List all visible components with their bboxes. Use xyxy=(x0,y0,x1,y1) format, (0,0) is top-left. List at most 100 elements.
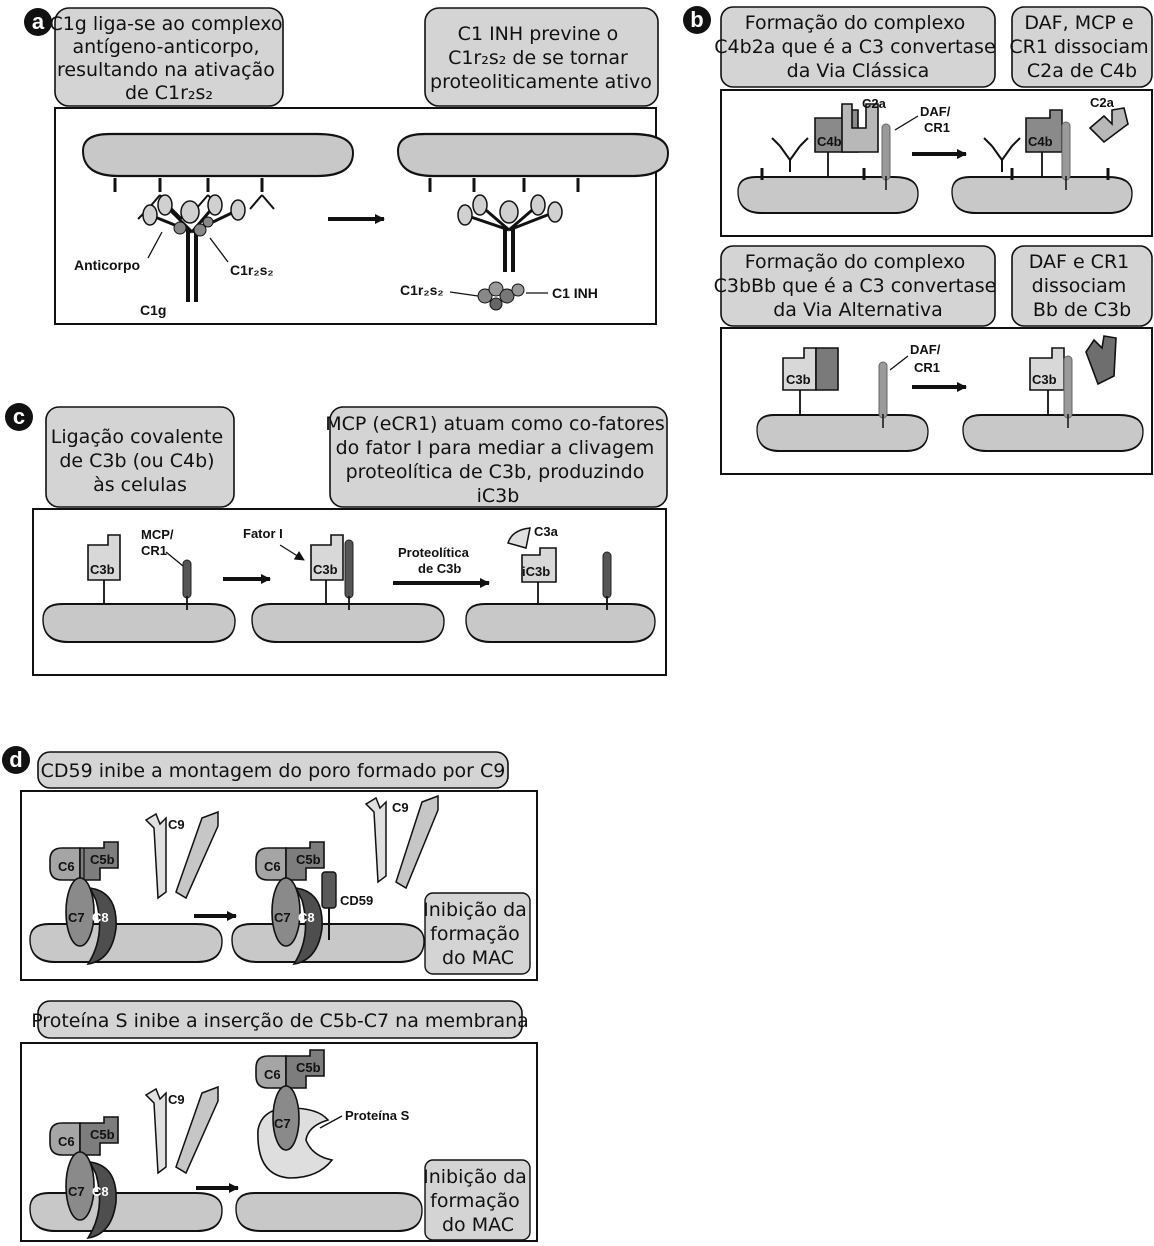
label-c6-d4: C6 xyxy=(264,1067,281,1082)
c3b-block xyxy=(310,534,344,581)
panel-b-badge-label: b xyxy=(690,7,703,32)
cell-membrane xyxy=(396,132,670,178)
daf-cr1-protein xyxy=(1061,121,1071,181)
c7-block xyxy=(65,1151,95,1221)
cell-membrane xyxy=(28,922,224,964)
c3b-block xyxy=(1029,347,1065,391)
c7-block xyxy=(271,877,301,947)
label-c9-d3: C9 xyxy=(168,1092,185,1107)
c1-complex xyxy=(142,194,246,302)
c5b-block xyxy=(79,841,119,881)
panel-b-top-caption-left-box xyxy=(720,6,996,88)
label-c3a: C3a xyxy=(534,524,559,539)
label-c3b-b-right: C3b xyxy=(1032,372,1057,387)
c9-monomers xyxy=(144,1085,219,1175)
panel-c-caption-right-box xyxy=(329,406,668,508)
label-c3b-b-left: C3b xyxy=(786,372,811,387)
label-c2a-right: C2a xyxy=(1090,95,1115,110)
c8-block xyxy=(86,1160,117,1240)
label-c9-d2: C9 xyxy=(392,800,409,815)
label-daf-bottom: DAF/ xyxy=(910,342,941,357)
c1rs-c1inh-complex xyxy=(477,281,525,311)
label-c7-d1: C7 xyxy=(68,910,85,925)
ic3b-block xyxy=(521,547,557,583)
c9-monomers xyxy=(364,794,439,890)
label-c4b-right: C4b xyxy=(1028,134,1053,149)
label-c7-d4: C7 xyxy=(274,1116,291,1131)
label-c5b-d3: C5b xyxy=(90,1127,115,1142)
c8-block xyxy=(86,886,117,966)
panel-d: d CD59 inibe a montagem do poro formado … xyxy=(2,746,538,1242)
label-proteolitica: Proteolítica xyxy=(398,545,470,560)
cell-membrane xyxy=(250,602,446,644)
label-cr1-bottom: CR1 xyxy=(914,360,940,375)
panel-b-bottom-caption-left: Formação do complexo C3bBb que é a C3 co… xyxy=(714,251,1003,321)
panel-d-badge-label: d xyxy=(9,747,22,772)
c7-block xyxy=(272,1085,300,1151)
panel-a-caption-left: C1g liga-se ao complexo antígeno-anticor… xyxy=(49,13,288,104)
mcp-cr1-protein xyxy=(602,551,612,599)
panel-a-caption-left-box xyxy=(54,7,284,107)
label-c3b-c1: C3b xyxy=(90,562,115,577)
daf-cr1-protein xyxy=(881,123,891,181)
antibody xyxy=(983,137,1021,172)
panel-c-caption-left: Ligação covalente de C3b (ou C4b) às cel… xyxy=(51,426,229,496)
c9-monomers xyxy=(144,810,219,900)
panel-a-caption-right: C1 INH previne o C1r₂s₂ de se tornar pro… xyxy=(430,23,652,93)
label-c8-d3: C8 xyxy=(92,1184,109,1199)
panel-b-bottom-caption-right-box xyxy=(1011,245,1153,327)
c7-block xyxy=(65,877,95,947)
c8-block xyxy=(292,886,323,966)
label-cr1-top: CR1 xyxy=(924,120,950,135)
cd59-protein xyxy=(321,871,337,909)
label-c7-d2: C7 xyxy=(274,910,291,925)
bb-block xyxy=(815,347,839,391)
label-c8-d1: C8 xyxy=(92,910,109,925)
c4b-block xyxy=(1025,109,1063,153)
panel-b: b Formação do complexo C4b2a que é a C3 … xyxy=(683,6,1153,475)
panel-d-top-inhibition: Inibição da formação do MAC xyxy=(423,899,533,969)
label-cr1-c: CR1 xyxy=(141,543,167,558)
cell-membrane xyxy=(41,602,237,644)
cell-membrane xyxy=(756,414,929,452)
c3a-fragment xyxy=(507,527,531,549)
panel-d-bottom-inhibition: Inibição da formação do MAC xyxy=(423,1166,533,1236)
c2a-released xyxy=(1088,107,1129,144)
c5b-block xyxy=(285,841,325,881)
label-c5b-d1: C5b xyxy=(90,852,115,867)
label-c5b-d2: C5b xyxy=(296,852,321,867)
surface-antigens xyxy=(113,178,264,192)
label-c1rs-right: C1r₂s₂ xyxy=(400,282,444,298)
label-c1inh: C1 INH xyxy=(552,285,598,301)
cell-membrane xyxy=(951,176,1133,214)
label-ic3b: iC3b xyxy=(522,564,550,579)
panel-d-top-caption: CD59 inibe a montagem do poro formado po… xyxy=(41,760,506,782)
cell-membrane xyxy=(464,602,657,644)
panel-b-badge xyxy=(683,6,711,34)
label-c1g: C1g xyxy=(140,302,166,318)
panel-d-top-caption-box xyxy=(37,751,509,789)
panel-a-badge-label: a xyxy=(32,9,45,34)
cell-membrane xyxy=(737,176,919,214)
cell-membrane xyxy=(962,414,1144,452)
c3b-block xyxy=(87,534,121,581)
panel-c-caption-right: MCP (eCR1) atuam como co-fatores do fato… xyxy=(325,413,671,507)
panel-d-badge xyxy=(2,746,30,774)
label-c1rs-left: C1r₂s₂ xyxy=(230,262,274,278)
panel-d-top-inhibition-box xyxy=(424,892,531,975)
label-c2a-left: C2a xyxy=(862,96,887,111)
label-protein-s: Proteína S xyxy=(345,1108,410,1123)
label-de-c3b: de C3b xyxy=(418,561,461,576)
panel-c: c Ligação covalente de C3b (ou C4b) às c… xyxy=(5,403,671,676)
panel-a: a C1g liga-se ao complexo antígeno-antic… xyxy=(24,7,670,325)
label-antibody: Anticorpo xyxy=(74,257,140,273)
cell-membrane xyxy=(28,1191,224,1233)
label-c7-d3: C7 xyxy=(68,1184,85,1199)
c5b-block xyxy=(285,1049,325,1089)
panel-d-bottom-caption: Proteína S inibe a inserção de C5b-C7 na… xyxy=(31,1010,529,1032)
panel-b-bottom-caption-left-box xyxy=(720,245,996,327)
panel-b-bottom-caption-right: DAF e CR1 dissociam Bb de C3b xyxy=(1029,251,1136,321)
label-c3b-c2: C3b xyxy=(313,562,338,577)
panel-b-top-caption-right-box xyxy=(1011,6,1153,88)
